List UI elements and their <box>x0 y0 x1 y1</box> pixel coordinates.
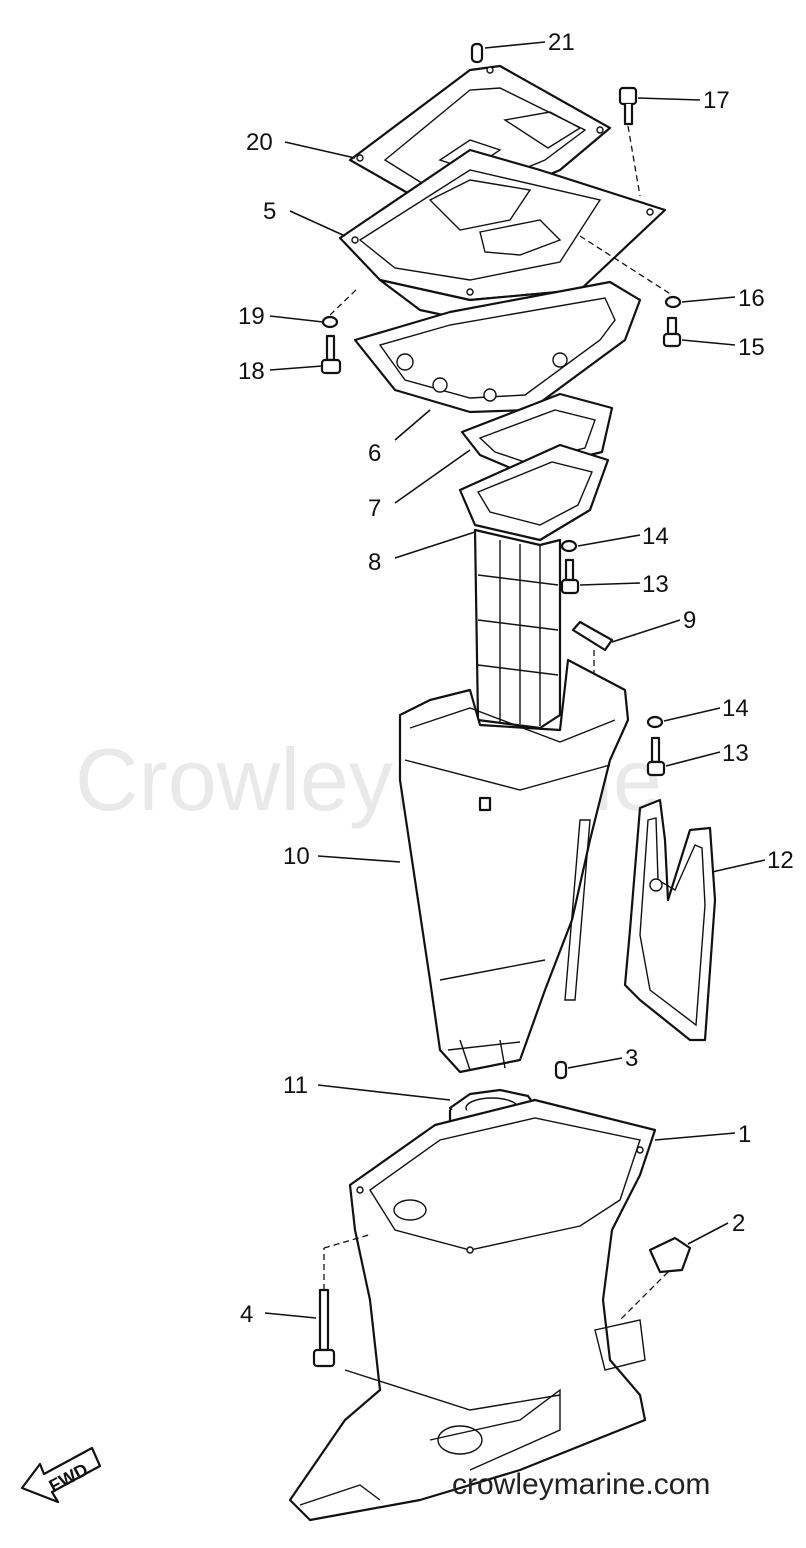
part-17-bolt <box>618 86 641 197</box>
site-url: crowleymarine.com <box>452 1468 710 1501</box>
part-6-gasket <box>353 280 642 414</box>
callout-7: 7 <box>368 495 381 522</box>
part-5-upper-mount-plate <box>338 148 667 327</box>
callout-3: 3 <box>625 1045 638 1072</box>
callout-15: 15 <box>738 334 765 361</box>
callout-8: 8 <box>368 549 381 576</box>
part-9-clip <box>571 620 614 676</box>
callout-19: 19 <box>238 303 265 330</box>
callout-20: 20 <box>246 129 273 156</box>
part-4-bolt <box>312 1233 373 1368</box>
part-2-plug <box>619 1236 692 1321</box>
part-8-exhaust-guide <box>458 443 610 730</box>
part-13-bolt-upper <box>560 558 580 595</box>
part-14-washer-lower <box>646 715 664 729</box>
callout-2: 2 <box>732 1210 745 1237</box>
callout-18: 18 <box>238 358 265 385</box>
part-21-dowel-pin <box>470 42 484 64</box>
callout-21: 21 <box>548 29 575 56</box>
callout-16: 16 <box>738 285 765 312</box>
part-13-bolt-lower <box>646 736 666 777</box>
part-18-bolt <box>320 334 342 375</box>
part-3-dowel-pin <box>554 1060 568 1080</box>
callout-5: 5 <box>263 198 276 225</box>
callout-4: 4 <box>240 1301 253 1328</box>
callout-14-upper: 14 <box>642 523 669 550</box>
callout-17: 17 <box>703 87 730 114</box>
leader-lines <box>264 41 766 1319</box>
part-15-bolt <box>662 316 682 348</box>
part-12-rubber-seal <box>623 798 717 1042</box>
callout-1: 1 <box>738 1121 751 1148</box>
callout-12: 12 <box>767 847 794 874</box>
callout-10: 10 <box>283 843 310 870</box>
fwd-arrow-icon: FWD <box>20 1446 102 1504</box>
part-10-upper-casing <box>398 658 630 1074</box>
part-16-washer <box>664 295 682 309</box>
part-14-washer-upper <box>560 539 578 553</box>
callout-13-upper: 13 <box>642 571 669 598</box>
callout-13-lower: 13 <box>722 740 749 767</box>
part-19-washer <box>321 315 339 329</box>
callout-14-lower: 14 <box>722 695 749 722</box>
callout-9: 9 <box>683 607 696 634</box>
part-1-lower-casing <box>288 1098 657 1522</box>
callout-labels: 21 17 20 5 16 15 19 18 6 7 8 14 13 9 14 … <box>238 29 794 1328</box>
callout-6: 6 <box>368 440 381 467</box>
callout-11: 11 <box>283 1072 308 1099</box>
